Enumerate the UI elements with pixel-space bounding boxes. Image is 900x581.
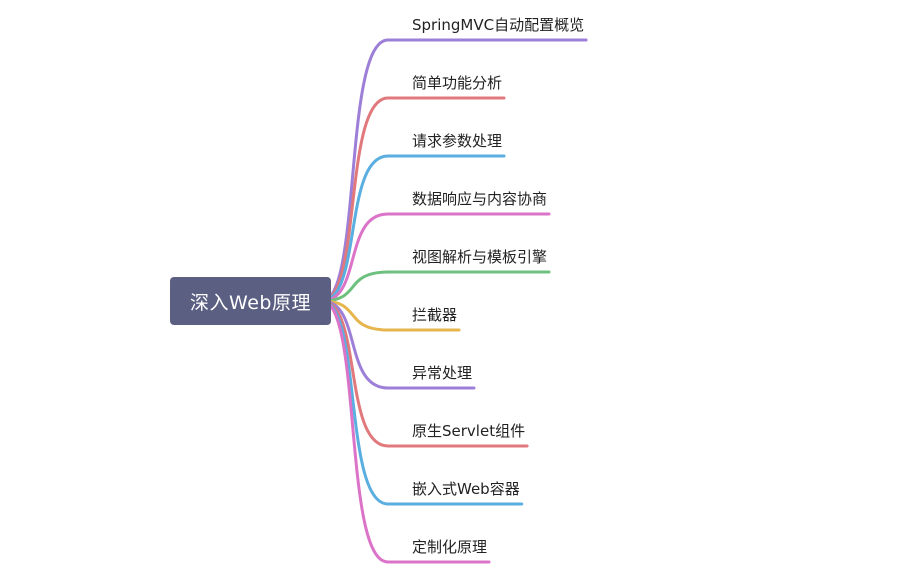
branch-label-embedded-web-container[interactable]: 嵌入式Web容器 bbox=[412, 480, 520, 498]
branch-label-exception-handling[interactable]: 异常处理 bbox=[412, 364, 473, 382]
branch-label-view-resolution[interactable]: 视图解析与模板引擎 bbox=[412, 248, 548, 266]
root-topic[interactable]: 深入Web原理 bbox=[170, 277, 331, 325]
branch-label-servlet-components[interactable]: 原生Servlet组件 bbox=[412, 422, 526, 440]
branch-connector bbox=[320, 96, 506, 303]
root-topic-label: 深入Web原理 bbox=[190, 291, 311, 314]
branch-connectors bbox=[320, 38, 588, 564]
branch-connector bbox=[320, 212, 551, 303]
branch-label-simple-function-analysis[interactable]: 简单功能分析 bbox=[412, 74, 503, 92]
branch-connector bbox=[320, 38, 588, 303]
branch-label-request-params[interactable]: 请求参数处理 bbox=[412, 132, 503, 150]
branch-label-springmvc-autoconfig[interactable]: SpringMVC自动配置概览 bbox=[412, 16, 585, 34]
branch-label-interceptor[interactable]: 拦截器 bbox=[412, 306, 458, 324]
branch-connector bbox=[320, 270, 551, 303]
branch-connector bbox=[320, 299, 461, 332]
branch-label-response-negotiation[interactable]: 数据响应与内容协商 bbox=[412, 190, 548, 208]
branch-connector bbox=[320, 299, 476, 390]
branch-connector bbox=[320, 299, 491, 564]
branch-label-customization[interactable]: 定制化原理 bbox=[412, 538, 488, 556]
branch-connector bbox=[320, 154, 506, 303]
